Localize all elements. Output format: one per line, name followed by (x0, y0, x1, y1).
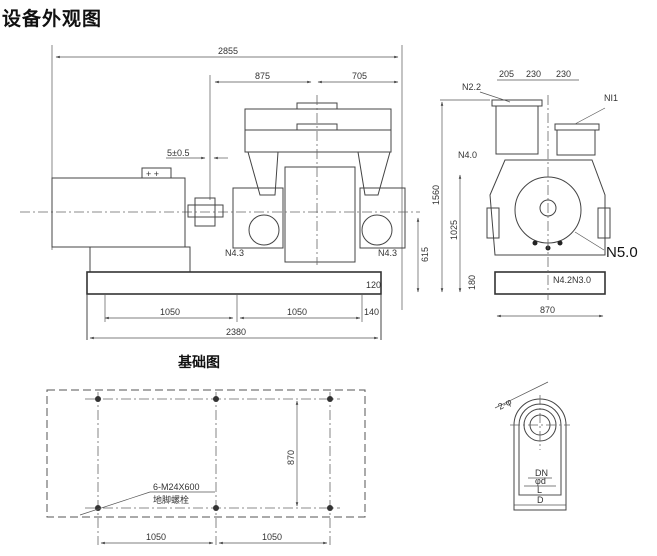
flange-detail: 2-φ DN φd L D (494, 381, 570, 511)
foundation-title: 基础图 (178, 355, 220, 371)
side-view: 205 230 230 1560 1025 180 870 N2.2 NI1 N… (431, 69, 638, 318)
port-n40: N4.0 (458, 150, 477, 160)
dim-205: 205 (499, 69, 514, 79)
dim-1050a-foundation: 1050 (146, 532, 166, 542)
dim-1050a: 1050 (160, 307, 180, 317)
dim-230b: 230 (556, 69, 571, 79)
port-n42n30: N4.2N3.0 (553, 275, 591, 285)
port-ni1: NI1 (604, 93, 618, 103)
dim-2380: 2380 (226, 327, 246, 337)
dim-870: 870 (540, 305, 555, 315)
flange-d1: φd (535, 476, 546, 486)
bolt-name: 地脚螺栓 (153, 494, 189, 505)
dim-705: 705 (352, 71, 367, 81)
port-n50: N5.0 (606, 244, 638, 261)
page-title: 设备外观图 (2, 8, 103, 30)
flange-l: L (537, 485, 542, 495)
svg-text:+ +: + + (146, 169, 159, 179)
flange-dn: DN (535, 468, 548, 478)
dim-870-foundation: 870 (286, 450, 296, 465)
dim-120: 120 (366, 280, 381, 290)
foundation-plan: 870 6-M24X600 地脚螺栓 1050 1050 (46, 389, 366, 545)
port-n43-left: N4.3 (225, 248, 244, 258)
dim-1025: 1025 (449, 220, 459, 240)
dim-1050b: 1050 (287, 307, 307, 317)
bolt-spec: 6-M24X600 (153, 482, 200, 492)
dim-gap: 5±0.5 (167, 148, 189, 158)
front-view: 2855 875 705 5±0.5 + + N4.3 N4.3 615 1 (20, 45, 430, 340)
dim-180: 180 (467, 275, 477, 290)
port-n22: N2.2 (462, 82, 481, 92)
dim-1050b-foundation: 1050 (262, 532, 282, 542)
dim-615: 615 (420, 247, 430, 262)
dim-875: 875 (255, 71, 270, 81)
dim-1560: 1560 (431, 185, 441, 205)
dim-230a: 230 (526, 69, 541, 79)
dim-140: 140 (364, 307, 379, 317)
flange-holes: 2-φ (496, 396, 513, 411)
port-n43-right: N4.3 (378, 248, 397, 258)
flange-d: D (537, 495, 544, 505)
dim-2855: 2855 (218, 46, 238, 56)
